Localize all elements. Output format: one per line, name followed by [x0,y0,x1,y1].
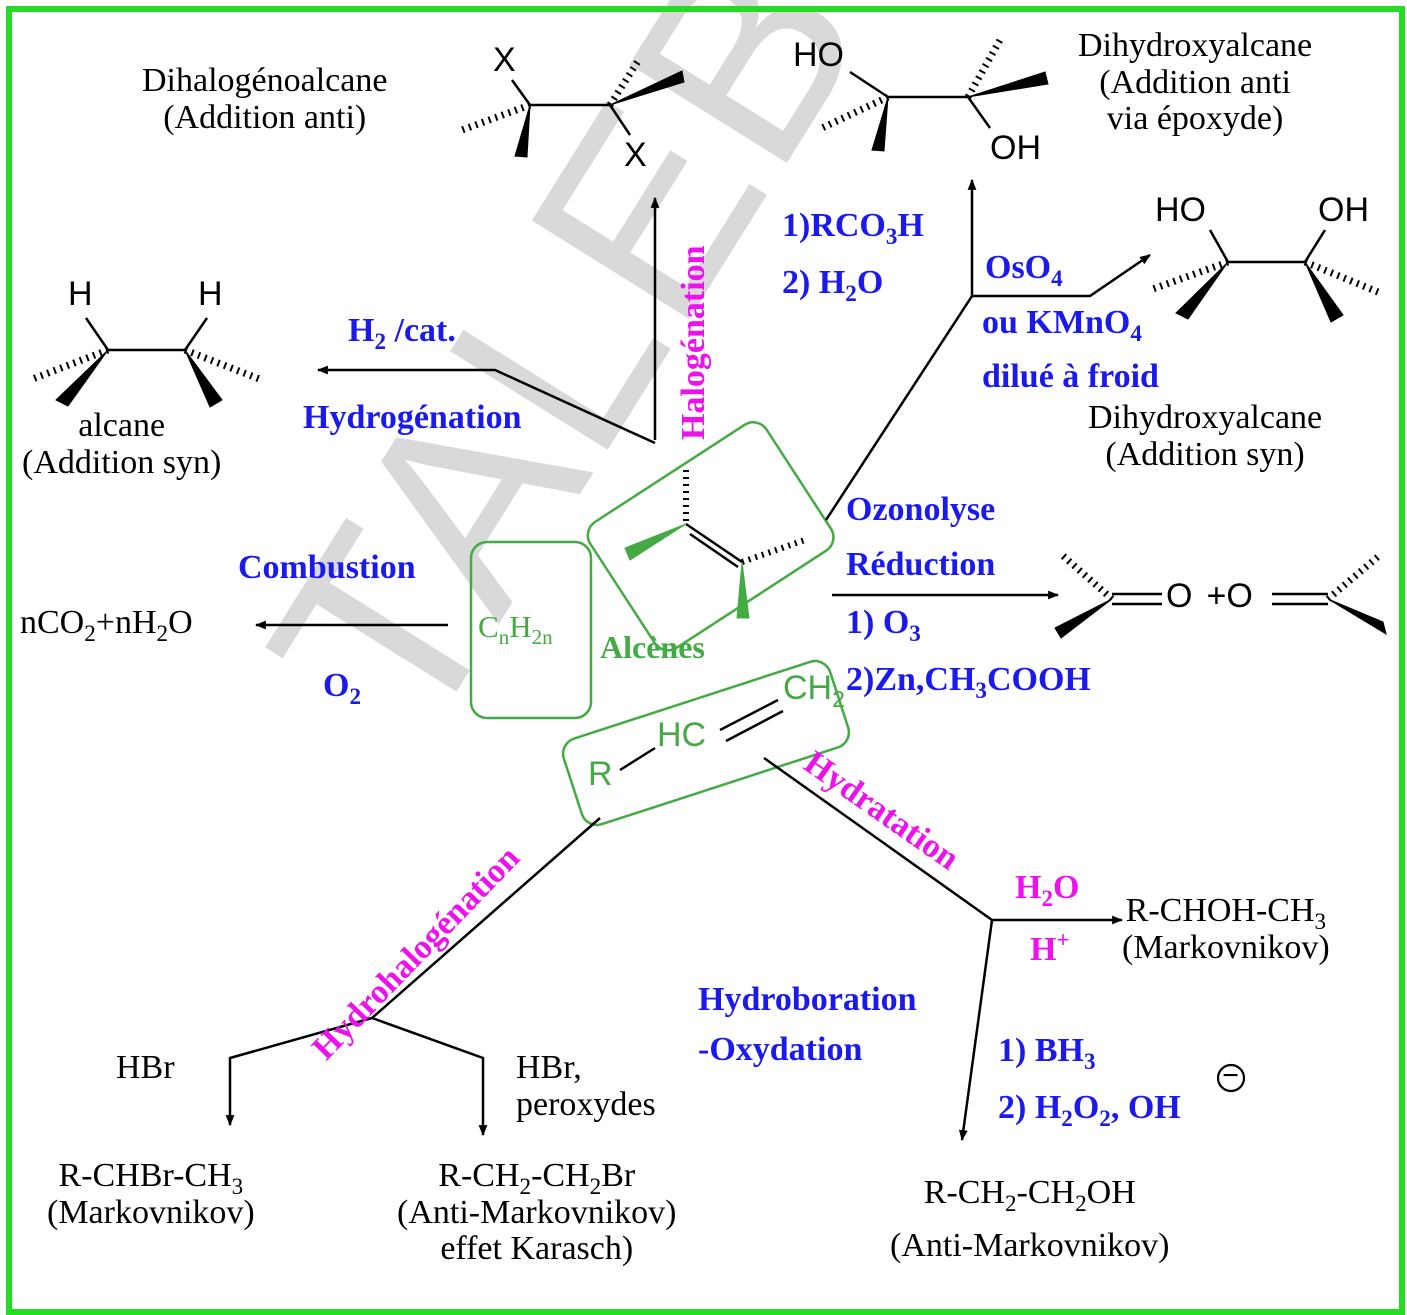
vinyl-bonds [619,698,784,772]
anti-diol-label: Dihydroxyalcane (Addition anti via époxy… [1078,27,1313,138]
anti-markovnikov-hbr-arrow [371,1016,488,1137]
halogen-atom-top: X [493,41,516,79]
central-alkene-structure [624,470,806,619]
alkane-label: alcane (Addition syn) [22,407,222,481]
markovnikov-alcohol: R-CHOH-CH3 (Markovnikov) [1122,892,1330,966]
syn-diol-structure [1148,229,1380,323]
vinyl-ch2: CH2 [783,669,845,712]
hbr-peroxide-reagent: HBr, peroxydes [516,1049,656,1123]
dihydroxylation-reagent-3: dilué à froid [982,358,1159,395]
combustion-name: Combustion [238,549,416,586]
hydration-reagent-acid: H+ [1030,927,1070,968]
vinyl-r-group: R [588,755,613,793]
ozonolysis-name-2: Réduction [846,546,996,583]
halogenation-name: Halogénation [675,245,712,440]
dihaloalkane-structure [460,56,685,158]
hydroboration-name-1: Hydroboration [698,981,917,1018]
alkene-structure-box [586,421,835,652]
alkane-h-right: H [198,275,223,313]
vinyl-box [561,659,851,827]
hydrogenation-name: Hydrogénation [303,399,522,436]
hydroboration-step2: 2) H2O2, OH [998,1089,1181,1132]
anti-diol-oh: OH [990,129,1041,167]
alkane-structure [28,317,264,408]
ozonolysis-step2: 2)Zn,CH3COOH [846,661,1091,704]
alkane-h-left: H [68,275,93,313]
anti-markovnikov-bromide: R-CH2-CH2Br (Anti-Markovnikov) effet Kar… [397,1157,677,1268]
ozonolysis-step1: 1) O3 [846,604,921,647]
anti-diol-structure [820,38,1049,152]
diagram-frame [6,6,1405,1315]
alkene-formula-box [469,540,593,720]
epoxidation-step1: 1)RCO3H [782,207,924,250]
hydroboration-arrow [958,919,994,1142]
hydrogenation-arrow [316,365,656,445]
dihaloalkane-label: Dihalogénoalcane (Addition anti) [142,62,388,136]
negative-charge-circle [1216,1063,1246,1093]
halogen-atom-bottom: X [624,136,647,174]
dihydroxylation-reagent-2: ou KMnO4 [982,304,1142,347]
alkenes-label: Alcènes [600,629,705,665]
vinyl-hc: HC [657,716,707,754]
hydrogenation-reagent: H2 /cat. [348,312,456,355]
carbonyl-products: O+O [1166,577,1253,615]
reaction-arrows [225,178,1151,1142]
ozonolysis-name-1: Ozonolyse [846,491,996,528]
carbonyl-products-structure [1054,552,1387,639]
markovnikov-hbr-arrow [225,1016,373,1127]
syn-diol-label: Dihydroxyalcane (Addition syn) [1088,399,1323,473]
hydration-reagent-water: H2O [1015,869,1080,912]
syn-diol-ho: HO [1155,191,1206,229]
epoxidation-step2: 2) H2O [782,264,884,307]
negative-charge-sign: − [1222,1059,1240,1092]
syn-diol-oh: OH [1318,191,1369,229]
dihydroxylation-reagent-1: OsO4 [985,249,1063,292]
hydroboration-name-2: -Oxydation [698,1031,863,1068]
anti-markovnikov-alcohol: R-CH2-CH2OH (Anti-Markovnikov) [890,1174,1170,1264]
anti-diol-ho: HO [793,36,844,74]
dihydroxylation-arrow [972,253,1151,298]
combustion-reagent: O2 [323,667,362,710]
hydrohalogenation-line [371,817,601,1019]
hbr-reagent: HBr [116,1049,175,1086]
combustion-products: nCO2+nH2O [20,604,193,647]
alkene-general-formula: CnH2n [478,609,553,650]
markovnikov-bromide: R-CHBr-CH3 (Markovnikov) [47,1157,255,1231]
hydroboration-step1: 1) BH3 [998,1032,1096,1075]
